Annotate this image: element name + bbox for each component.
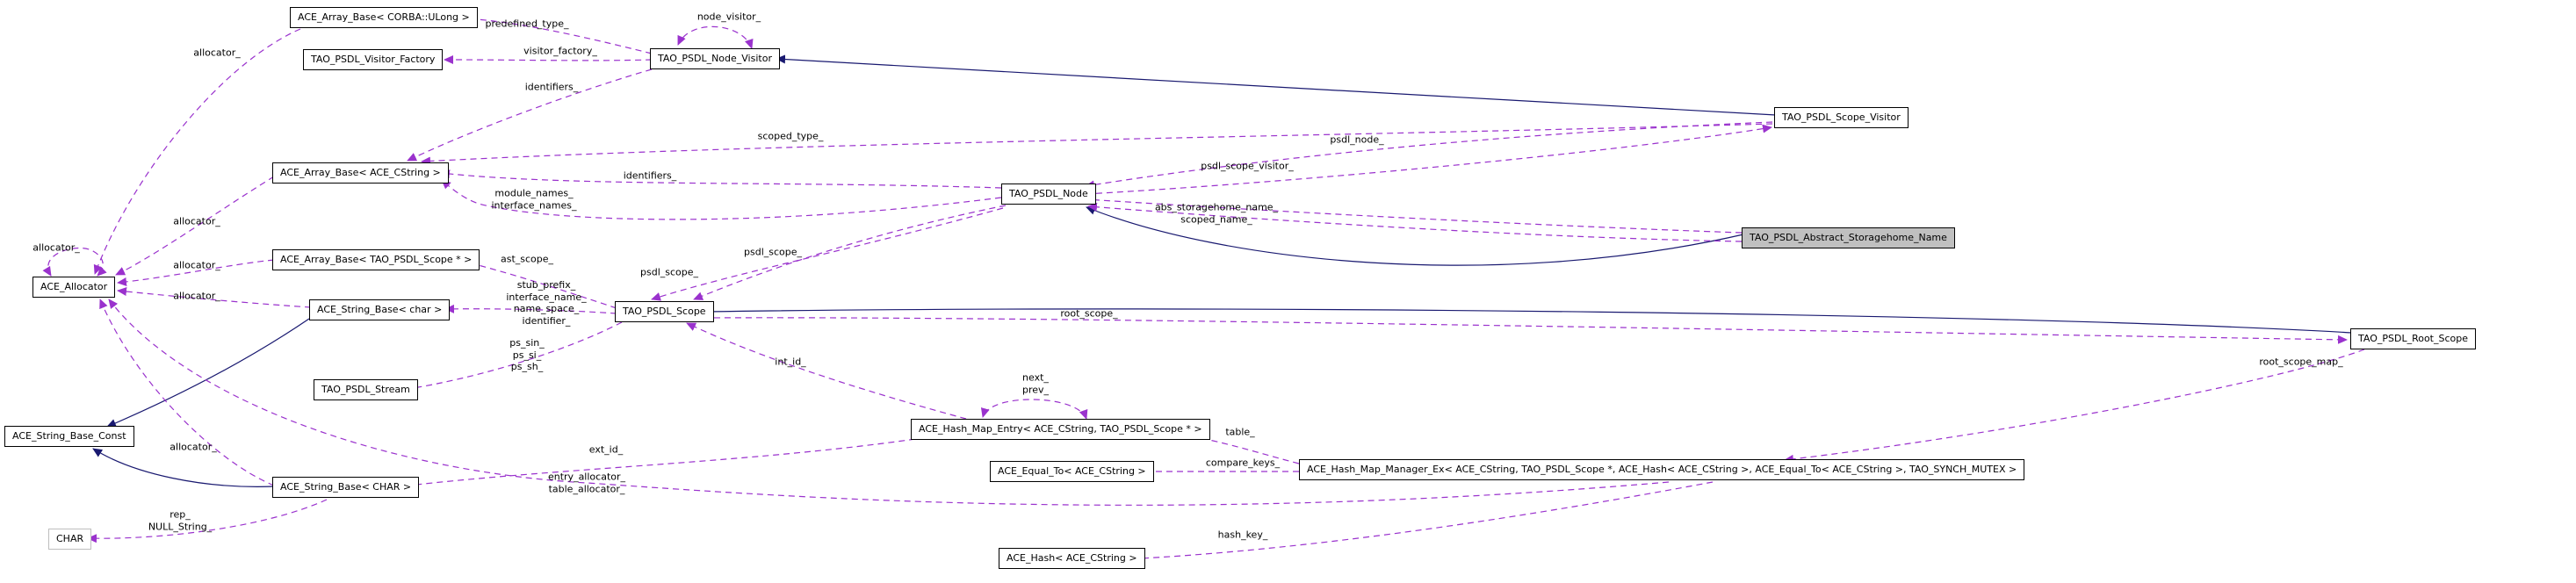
- edge-label-entry-table-allocator: entry_allocator_ table_allocator_: [547, 471, 626, 495]
- edge-label-scoped-type: scoped_type_: [757, 130, 824, 142]
- edge-identifiers-node: [440, 169, 1002, 189]
- node-ace-array-base-tao-psdl-scope-ptr[interactable]: ACE_Array_Base< TAO_PSDL_Scope * >: [272, 249, 480, 270]
- node-tao-psdl-node-visitor[interactable]: TAO_PSDL_Node_Visitor: [650, 48, 780, 69]
- node-ace-hash-ace-cstring[interactable]: ACE_Hash< ACE_CString >: [999, 548, 1145, 569]
- edge-allocator-from-string-char: [117, 287, 312, 308]
- edge-next-prev-self-loop: [980, 399, 1088, 420]
- edge-label-node-visitor: node_visitor_: [696, 11, 761, 23]
- edge-label-compare-keys: compare_keys_: [1205, 457, 1281, 469]
- edge-root-scope: [703, 317, 2348, 344]
- node-ace-string-base-char[interactable]: ACE_String_Base< char >: [309, 299, 451, 320]
- edge-scoped-name: [1087, 202, 1743, 242]
- node-tao-psdl-scope[interactable]: TAO_PSDL_Scope: [615, 301, 714, 322]
- edge-label-root-scope: root_scope_: [1060, 307, 1118, 320]
- edge-label-hash-key: hash_key_: [1217, 529, 1268, 541]
- edge-scoped-type: [421, 123, 1773, 166]
- edge-psdl-scope-visitor: [1085, 124, 1772, 195]
- edge-label-rep-null-string: rep_ NULL_String_: [148, 508, 213, 533]
- edge-label-identifiers-2: identifiers_: [623, 169, 677, 182]
- node-tao-psdl-abstract-storagehome-name[interactable]: TAO_PSDL_Abstract_Storagehome_Name: [1742, 227, 1955, 248]
- edge-label-allocator-4: allocator_: [173, 290, 220, 302]
- node-ace-equal-to-ace-cstring[interactable]: ACE_Equal_To< ACE_CString >: [990, 461, 1154, 482]
- edge-label-allocator-self: allocator_: [32, 241, 80, 254]
- edge-identifiers-node-visitor: [407, 68, 653, 162]
- edge-label-ps-group: ps_sin_ ps_si_ ps_sh_: [509, 336, 545, 372]
- edge-ext-id: [408, 438, 916, 489]
- edge-inherit-root-scope-to-scope: [704, 306, 2353, 334]
- node-ace-hash-map-entry[interactable]: ACE_Hash_Map_Entry< ACE_CString, TAO_PSD…: [911, 419, 1210, 440]
- edge-int-id: [686, 322, 967, 420]
- edge-ps-group: [407, 321, 623, 392]
- edge-visitor-factory: [444, 55, 653, 65]
- edge-label-psdl-scope-b: psdl_scope_: [639, 266, 699, 278]
- edge-stub-prefix-group: [444, 304, 617, 314]
- edge-abs-storagehome-name: [1086, 195, 1743, 234]
- node-tao-psdl-scope-visitor[interactable]: TAO_PSDL_Scope_Visitor: [1774, 107, 1909, 128]
- edge-label-ast-scope: ast_scope_: [500, 253, 554, 265]
- edge-allocator-from-scope-ptr-array: [117, 259, 275, 286]
- node-tao-psdl-stream[interactable]: TAO_PSDL_Stream: [314, 379, 418, 400]
- edge-allocator-from-cstring-array: [115, 176, 275, 276]
- edge-label-next-prev: next_ prev_: [1021, 371, 1050, 396]
- node-ace-allocator[interactable]: ACE_Allocator: [32, 277, 116, 298]
- edge-inherit-abstract-storagehome-to-node: [1086, 206, 1744, 266]
- node-ace-array-base-ace-cstring[interactable]: ACE_Array_Base< ACE_CString >: [272, 162, 449, 184]
- edge-inherit-string-char-to-const: [106, 318, 310, 428]
- edge-label-allocator-2: allocator_: [173, 215, 220, 227]
- edge-label-root-scope-map: root_scope_map_: [2259, 356, 2343, 368]
- edge-label-abs-storagehome-scoped-name: abs_storagehome_name_ scoped_name_: [1154, 201, 1279, 226]
- node-ace-string-base-const[interactable]: ACE_String_Base_Const: [4, 426, 134, 447]
- edge-psdl-scope-b: [651, 207, 1004, 301]
- edge-label-visitor-factory: visitor_factory_: [523, 45, 597, 57]
- edge-label-identifiers-1: identifiers_: [524, 81, 579, 93]
- edge-rep-null-string: [87, 499, 328, 543]
- node-char[interactable]: CHAR: [48, 529, 92, 550]
- edge-label-stub-prefix-group: stub_prefix_ interface_name_ name_space_…: [506, 279, 587, 327]
- edge-label-allocator-5: allocator_: [170, 441, 217, 453]
- edge-label-module-interface-names: module_names_ interface_names_: [491, 187, 577, 212]
- edge-label-table: table_: [1225, 426, 1255, 438]
- edge-psdl-node: [1085, 121, 1773, 190]
- edge-label-allocator-1: allocator_: [193, 47, 241, 59]
- edge-label-ext-id: ext_id_: [588, 443, 624, 456]
- edge-label-psdl-node: psdl_node_: [1330, 133, 1384, 146]
- edge-psdl-scope-a: [693, 205, 1007, 300]
- edge-label-predefined-type: predefined_type_: [485, 18, 569, 30]
- edge-hash-key: [1123, 481, 1714, 564]
- edge-entry-table-allocator: [108, 299, 1670, 506]
- edge-label-psdl-scope-visitor: psdl_scope_visitor_: [1201, 160, 1294, 172]
- edge-allocator-from-ulong-array: [93, 28, 301, 275]
- edge-allocator-from-string-CHAR: [99, 299, 275, 486]
- edge-label-int-id: int_id_: [775, 356, 806, 368]
- edge-label-psdl-scope-a: psdl_scope_: [743, 246, 803, 258]
- node-tao-psdl-node[interactable]: TAO_PSDL_Node: [1001, 184, 1096, 205]
- node-ace-hash-map-manager-ex[interactable]: ACE_Hash_Map_Manager_Ex< ACE_CString, TA…: [1299, 459, 2025, 480]
- edge-module-interface-names: [441, 179, 1002, 220]
- node-ace-array-base-corba-ulong[interactable]: ACE_Array_Base< CORBA::ULong >: [290, 7, 478, 28]
- edge-node-visitor-self-loop: [677, 25, 754, 49]
- node-ace-string-base-CHAR[interactable]: ACE_String_Base< CHAR >: [272, 477, 420, 498]
- node-tao-psdl-visitor-factory[interactable]: TAO_PSDL_Visitor_Factory: [303, 49, 444, 70]
- edge-inherit-scope-visitor-to-node-visitor: [776, 54, 1777, 116]
- edge-allocator-self-loop: [42, 247, 107, 277]
- node-tao-psdl-root-scope[interactable]: TAO_PSDL_Root_Scope: [2350, 328, 2477, 349]
- edge-label-allocator-3: allocator_: [173, 259, 220, 271]
- edge-predefined-type: [461, 14, 653, 54]
- edge-root-scope-map: [1784, 349, 2365, 464]
- edge-inherit-string-CHAR-to-const: [92, 448, 275, 487]
